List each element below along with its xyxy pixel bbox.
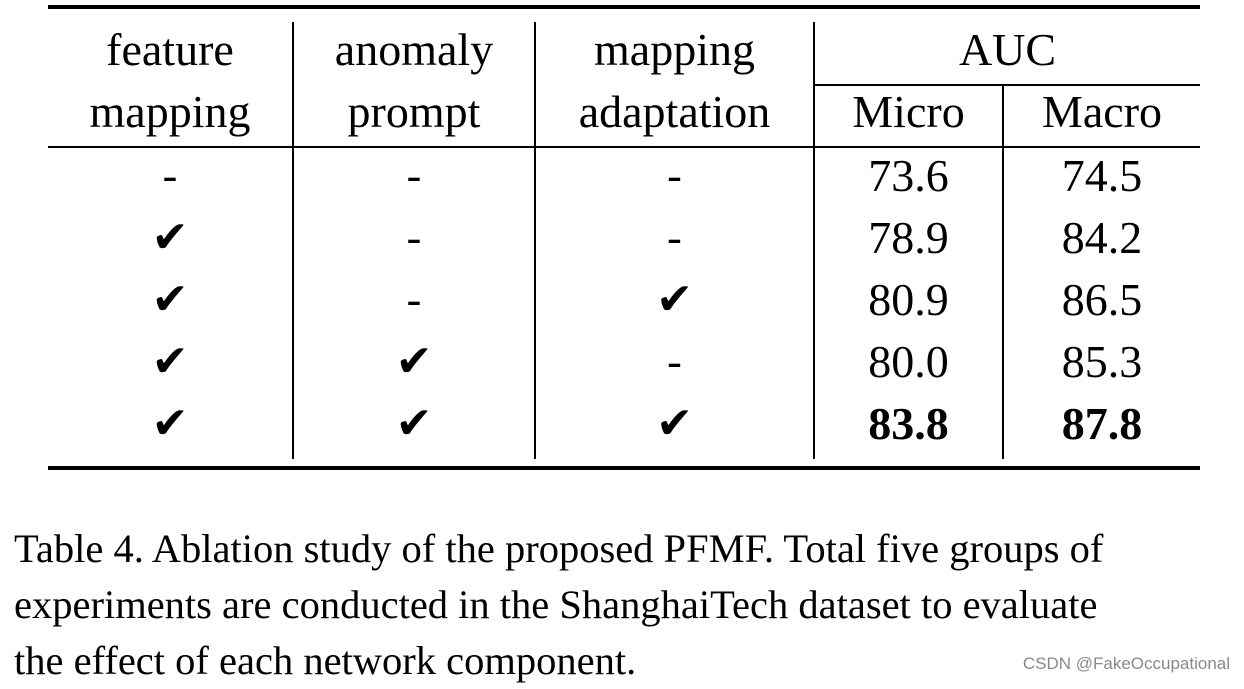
cell-mapping-adaptation: -	[667, 337, 682, 386]
header-micro: Micro	[852, 86, 965, 137]
column-divider	[813, 22, 815, 459]
cell-mapping-adaptation: -	[667, 213, 682, 262]
cell-anomaly-prompt: ✔	[395, 336, 433, 387]
header-macro: Macro	[1041, 86, 1163, 137]
cell-feature-mapping: ✔	[151, 336, 189, 387]
header-auc: AUC	[958, 24, 1057, 75]
cell-mapping-adaptation: ✔	[656, 398, 693, 449]
cell-mapping-adaptation: -	[667, 151, 682, 200]
cell-anomaly-prompt: ✔	[395, 398, 433, 449]
header-mapping-adaptation-line2: adaptation	[578, 86, 771, 137]
table-bottom-rule	[48, 466, 1200, 470]
cell-feature-mapping: -	[162, 151, 178, 200]
cell-feature-mapping: ✔	[151, 212, 189, 263]
header-feature-mapping-line1: feature	[106, 24, 234, 75]
watermark: CSDN @FakeOccupational	[1022, 654, 1230, 673]
caption-line: experiments are conducted in the Shangha…	[14, 582, 1098, 627]
column-divider	[1002, 86, 1004, 459]
auc-underline-rule	[814, 84, 1200, 86]
cell-mapping-adaptation: ✔	[656, 274, 693, 325]
cell-macro: 74.5	[1061, 150, 1143, 201]
table-header-rule	[48, 146, 1200, 148]
table-top-rule	[48, 5, 1200, 9]
cell-feature-mapping: ✔	[151, 398, 189, 449]
header-anomaly-prompt-line2: prompt	[347, 86, 481, 137]
cell-macro: 86.5	[1061, 274, 1143, 325]
caption-line: the effect of each network component.	[14, 638, 637, 683]
cell-macro: 87.8	[1061, 398, 1143, 449]
column-divider	[534, 22, 536, 459]
column-divider	[292, 22, 294, 459]
cell-micro: 78.9	[868, 212, 949, 263]
cell-anomaly-prompt: -	[406, 213, 422, 262]
cell-macro: 85.3	[1061, 336, 1143, 387]
cell-feature-mapping: ✔	[151, 274, 189, 325]
caption-line: Table 4. Ablation study of the proposed …	[14, 526, 1104, 571]
table-caption: Table 4. Ablation study of the proposed …	[14, 521, 1240, 689]
cell-anomaly-prompt: -	[406, 275, 422, 324]
cell-micro: 80.0	[868, 336, 949, 387]
cell-macro: 84.2	[1061, 212, 1143, 263]
header-anomaly-prompt-line1: anomaly	[334, 24, 494, 75]
header-feature-mapping-line2: mapping	[89, 86, 251, 137]
cell-micro: 83.8	[868, 398, 949, 449]
header-mapping-adaptation-line1: mapping	[594, 24, 755, 75]
cell-anomaly-prompt: -	[406, 151, 422, 200]
cell-micro: 73.6	[868, 150, 949, 201]
cell-micro: 80.9	[868, 274, 949, 325]
